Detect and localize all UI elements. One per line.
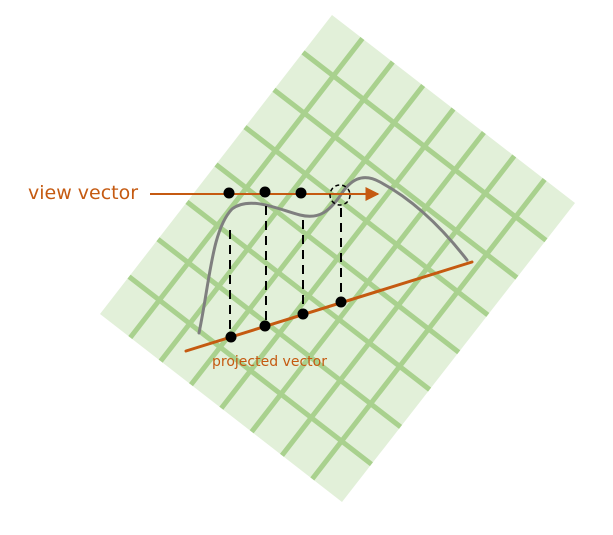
grid-line <box>112 263 389 478</box>
view-sample-point <box>295 187 307 199</box>
projection-lines <box>229 206 342 336</box>
projected-point <box>225 331 237 343</box>
plane-grid <box>112 19 563 498</box>
projected-points <box>225 296 347 343</box>
projected-point <box>297 308 309 320</box>
view-vector-label: view vector <box>28 182 138 204</box>
projected-point <box>259 320 271 332</box>
view-sample-point <box>259 186 271 198</box>
view-sample-point <box>223 187 235 199</box>
intersection-marker <box>329 184 351 206</box>
view-vector-points <box>223 186 307 199</box>
projected-vector-label: projected vector <box>212 354 327 370</box>
surface-curve <box>197 176 469 335</box>
projected-point <box>335 296 347 308</box>
